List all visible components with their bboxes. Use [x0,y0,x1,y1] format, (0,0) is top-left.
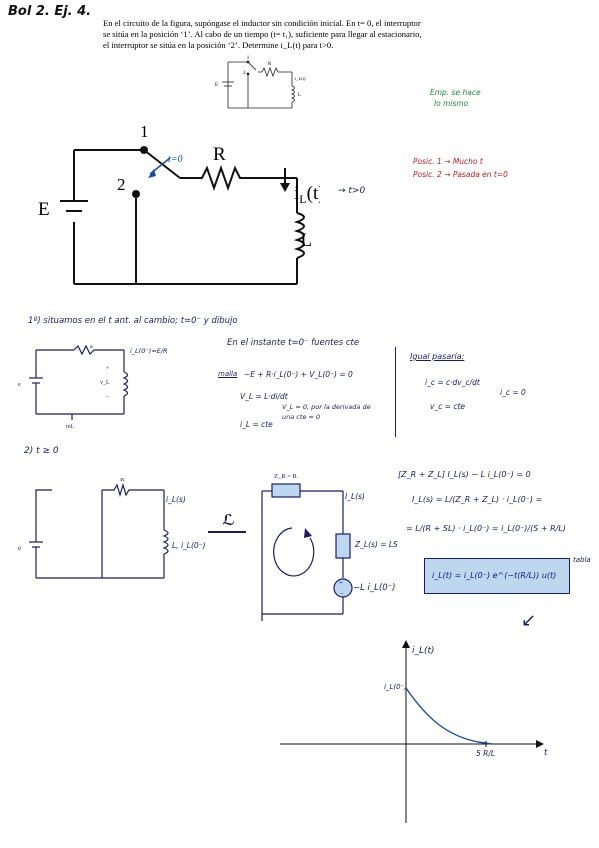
step2-title: 2) t ≥ 0 [24,446,59,456]
step1-instant: En el instante t=0⁻ fuentes cte [227,338,360,348]
step1-label-a: a [90,344,93,350]
big-l: L [300,230,312,251]
small-pos1: 1 [247,56,250,61]
green-note-1: Emp. se hace [430,88,481,97]
small-pos2: 2 [243,71,246,76]
big-current: i [294,183,299,204]
laplace-circuit: + – Z_R = R [261,473,353,621]
decay-curve [405,687,493,745]
step1-vl: v_L [100,380,110,386]
green-note-2: lo mismo [434,99,469,108]
big-current-note: → t>0 [338,186,366,196]
step2-tabla: tabla [573,556,591,564]
statement-line-1: En el circuito de la figura, supóngase e… [103,18,421,28]
statement-line-3: el interruptor se sitúa en la posición ‘… [103,40,334,50]
step1-kvl-eq: −E + R·i_L(0⁻) + V_L(0⁻) = 0 [244,370,353,379]
step1-vl-result: V_L = 0, por la derivada de una cte = 0 [282,403,371,421]
graph-xlabel: t [544,748,548,758]
step1-divider [395,347,396,437]
step1-ic1: i_c = c·dv_c/dt [425,378,480,387]
red-note-2: Posic. 2 → Pasada en t=0 [413,170,508,179]
step2-eq3: = L/(R + SL) · i_L(0⁻) = i_L(0⁻)/(S + R/… [406,524,566,533]
result-box [424,558,570,594]
laplace-source: −L i_L(0⁻) [353,583,396,593]
graph-y0: i_L(0⁻) [384,683,407,691]
svg-text:+: + [339,579,343,587]
step1-ic2: v_c = cte [430,402,466,411]
laplace-zr: Z_R = R [274,473,297,480]
small-r: R [268,62,272,67]
graph-xmark: 5 R/L [476,749,496,758]
step1-current: i_L(0⁻)=E/R [130,347,168,355]
big-pos1: 1 [140,122,149,141]
svg-text:iL(t): iL(t) [294,183,320,206]
down-arrow: ↙ [521,610,537,631]
laplace-arrow [208,531,246,533]
step1-title: 1º) situamos en el t ant. al cambio; t=0… [28,316,238,326]
big-circuit: 1 2 t=0 R E L iL(t) [38,122,320,285]
step1-vl-eq: V_L = L·di/dt [240,392,288,401]
small-l: L [298,93,301,98]
step1-minus: – [105,394,110,400]
step2-l: L, i_L(0⁻) [172,541,206,550]
step2-eq1: [Z_R + Z_L] I_L(s) − L i_L(0⁻) = 0 [398,470,531,479]
step2-e: e [18,544,21,552]
small-circuit: 1 2 R E L i_L(t) [215,56,306,109]
small-current: i_L(t) [295,76,306,81]
step2-r: R [120,478,125,483]
graph-ylabel: i_L(t) [412,646,435,656]
big-pos2: 2 [117,175,126,194]
small-e: E [215,83,218,88]
laplace-current: I_L(s) [345,492,365,501]
step1-plus: + [106,366,110,372]
statement-line-2: se sitúa en la posición ‘1’. Al cabo de … [103,29,422,39]
step1-e: e [18,382,21,388]
laplace-zl: Z_L(s) = LS [355,540,398,549]
step1-ic3: i_c = 0 [500,388,526,397]
step2-circuit: R e [18,478,169,579]
laplace-symbol: ℒ [222,511,235,529]
big-t0: t=0 [168,154,183,165]
exercise-title: Bol 2. Ej. 4. [8,4,92,19]
step2-eq2: I_L(s) = L/(Z_R + Z_L) · i_L(0⁻) = [412,495,543,504]
svg-text:–: – [339,589,344,597]
red-note-1: Posic. 1 → Mucho t [413,157,483,166]
step1-ref: ref. [66,423,75,430]
step1-circuit: a + v_L – e ref. [18,344,129,430]
step1-kvl-label: malla [218,370,238,378]
decay-graph [280,640,544,823]
step2-current: i_L(s) [166,495,186,504]
big-e: E [38,199,50,220]
big-r: R [213,144,226,165]
big-current-arg: (t) [307,183,320,204]
step1-igual: Igual pasaría: [410,352,465,361]
step2-result: i_L(t) = i_L(0⁻) e^(−t(R/L)) u(t) [432,571,557,580]
step1-il-eq: i_L = cte [240,420,273,429]
big-current-sub: L [299,192,306,206]
